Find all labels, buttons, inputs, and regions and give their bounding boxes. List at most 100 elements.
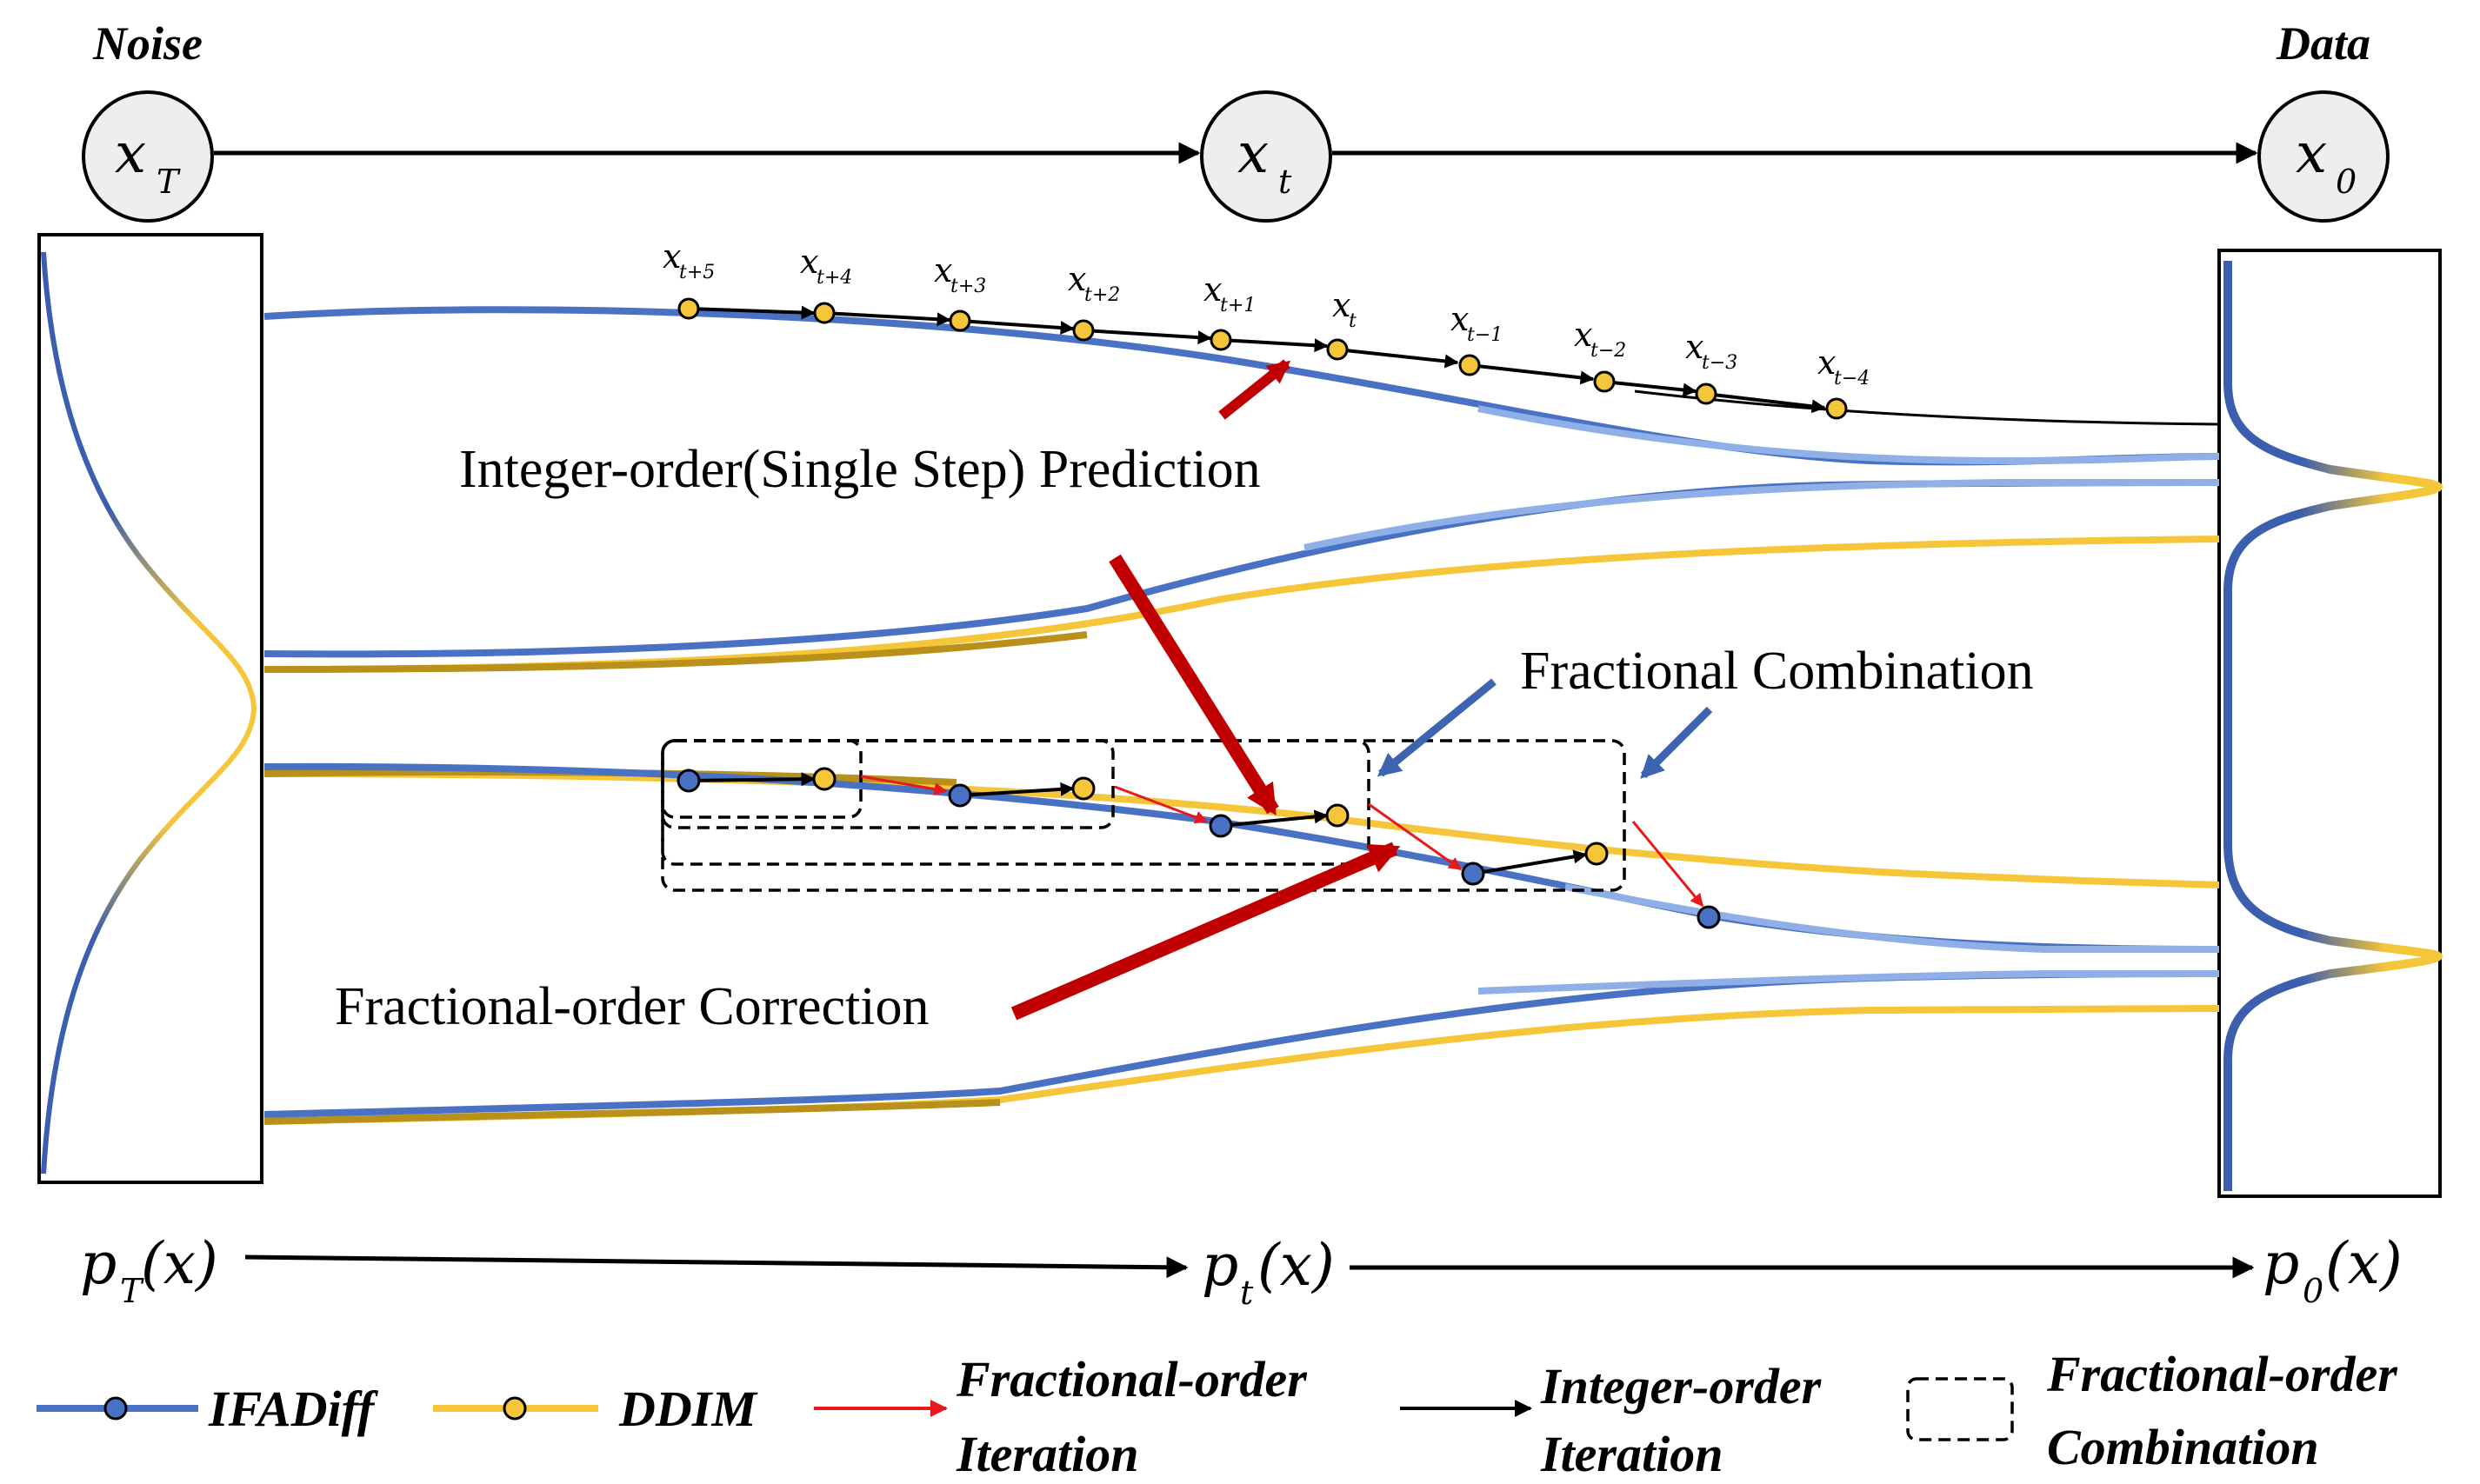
- integer-arrow: [1472, 849, 1588, 875]
- svg-text:t+1: t+1: [1220, 295, 1256, 316]
- step-label: xt: [1332, 286, 1357, 332]
- bottom-ddim-dark: [263, 1099, 1001, 1125]
- mid-upper-ddim-dark: [263, 631, 1088, 673]
- svg-text:x: x: [1450, 300, 1469, 338]
- bottom-ifadiff-light: [1477, 969, 2219, 995]
- legend-integer-iteration: Integer-order Iteration: [1400, 1358, 1822, 1482]
- ddim-point: [677, 297, 700, 320]
- legend-ddim: DDIM: [433, 1381, 758, 1437]
- step-label: xt+1: [1203, 270, 1256, 316]
- fractional-correction-pointer: [1010, 842, 1401, 1021]
- node-x-T-sub: T: [157, 163, 181, 201]
- step-arrow: [959, 319, 1075, 335]
- fractional-combination-label: Fractional Combination: [1520, 642, 2034, 701]
- legend-fractional-combination-label-1: Fractional-order: [2046, 1346, 2397, 1402]
- ifadiff-point: [677, 769, 701, 793]
- ddim-point: [949, 309, 971, 332]
- fractional-arrow: [1114, 785, 1209, 824]
- node-x-t-sub: t: [1278, 163, 1292, 201]
- svg-text:t−4: t−4: [1834, 368, 1870, 389]
- trajectories: [263, 306, 2220, 1125]
- svg-text:t−1: t−1: [1467, 324, 1503, 346]
- step-label: xt+4: [800, 243, 852, 289]
- svg-text:t+3: t+3: [950, 276, 986, 297]
- svg-text:x: x: [1685, 328, 1703, 366]
- prediction-to-combination-pointer: [1109, 554, 1279, 815]
- svg-text:t+4: t+4: [817, 267, 852, 289]
- ifadiff-point: [1461, 862, 1485, 886]
- svg-text:x: x: [934, 251, 952, 289]
- step-arrow: [1469, 363, 1595, 385]
- step-arrow: [1083, 329, 1212, 345]
- integer-prediction-label: Integer-order(Single Step) Prediction: [459, 440, 1261, 499]
- combo-box-4: [661, 739, 1626, 892]
- step-label: xt+3: [934, 251, 986, 297]
- mid-upper-ifadiff-path: [263, 479, 2220, 658]
- ddim-point: [1584, 842, 1609, 866]
- svg-text:t−3: t−3: [1702, 352, 1737, 374]
- top-ifadiff-path-light: [1477, 405, 2220, 465]
- legend-integer-iteration-label-2: Iteration: [1540, 1426, 1723, 1482]
- node-x-T-var: x: [115, 122, 146, 186]
- step-label: xt+5: [663, 237, 715, 283]
- legend-fractional-combination-label-2: Combination: [2047, 1419, 2319, 1475]
- legend-ddim-label: DDIM: [618, 1381, 758, 1437]
- svg-text:x: x: [800, 243, 818, 281]
- svg-text:t: t: [1240, 1274, 1254, 1312]
- annotations: Integer-order(Single Step) Prediction Fr…: [335, 359, 2034, 1036]
- center-ddim-path: [263, 770, 2220, 888]
- integer-arrow: [688, 772, 816, 787]
- header: Noise Data x T x t x 0: [82, 17, 2390, 223]
- data-label: Data: [2276, 17, 2370, 70]
- axis-arrow-1: [244, 1254, 1189, 1279]
- ddim-point: [1825, 397, 1848, 420]
- combination-pointer-1: [1377, 678, 1497, 777]
- svg-text:t−2: t−2: [1590, 340, 1626, 362]
- step-label: xt−3: [1685, 328, 1737, 374]
- legend-fractional-iteration-label-1: Fractional-order: [956, 1351, 1307, 1407]
- step-label: xt+2: [1068, 260, 1120, 306]
- svg-text:t+5: t+5: [679, 262, 715, 283]
- svg-text:x: x: [663, 237, 681, 276]
- legend: IFADiff DDIM Fractional-order Iteration …: [37, 1346, 2397, 1482]
- p-T-label: p T (x): [80, 1230, 218, 1310]
- node-x-t: x t: [1200, 90, 1332, 223]
- step-arrow: [1220, 338, 1329, 353]
- ddim-point: [1071, 776, 1096, 801]
- fractional-combination-region: [661, 739, 1721, 929]
- legend-fractional-combination: Fractional-order Combination: [1906, 1346, 2397, 1475]
- ddim-point: [1210, 329, 1232, 351]
- bimodal-curve: [2223, 261, 2443, 1191]
- noise-label: Noise: [92, 17, 203, 70]
- step-arrow: [688, 305, 816, 320]
- node-x-t-var: x: [1237, 122, 1269, 186]
- ddim-point: [1695, 383, 1717, 405]
- integer-arrow: [1220, 809, 1329, 828]
- svg-text:(x): (x): [1257, 1232, 1335, 1299]
- noise-distribution-box: [37, 233, 263, 1184]
- ddim-point: [812, 767, 837, 791]
- ifadiff-point: [1697, 905, 1721, 929]
- svg-text:x: x: [1574, 316, 1592, 354]
- fractional-correction-label: Fractional-order Correction: [335, 977, 929, 1036]
- p-0-label: p 0 (x): [2263, 1230, 2403, 1310]
- svg-text:x: x: [1817, 343, 1836, 382]
- integer-arrow: [959, 782, 1075, 797]
- ddim-point: [1458, 354, 1481, 376]
- integer-steps: xt+5 xt+4 xt+3 xt+2 xt+1 xt xt−1 xt−2 xt…: [663, 237, 1870, 420]
- p-t-label: p t (x): [1202, 1232, 1335, 1312]
- svg-text:x: x: [1203, 270, 1222, 309]
- legend-ifadiff-label: IFADiff: [208, 1381, 379, 1437]
- svg-text:(x): (x): [2325, 1230, 2403, 1297]
- step-label: xt−2: [1574, 316, 1626, 362]
- svg-text:(x): (x): [141, 1230, 218, 1297]
- svg-text:T: T: [120, 1272, 144, 1310]
- gaussian-curve: [41, 251, 257, 1175]
- center-ifadiff-light: [1564, 883, 2219, 954]
- node-x-T: x T: [82, 90, 214, 223]
- step-label: xt−4: [1817, 343, 1870, 389]
- combination-pointer-2: [1640, 706, 1713, 779]
- legend-ifadiff: IFADiff: [37, 1381, 379, 1437]
- svg-text:p: p: [80, 1230, 117, 1297]
- svg-text:0: 0: [2303, 1272, 2323, 1310]
